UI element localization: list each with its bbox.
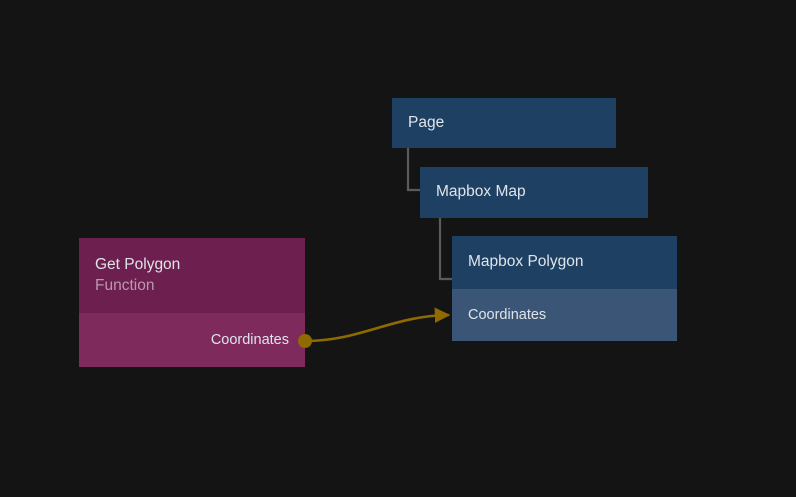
node-mapbox-polygon-title: Mapbox Polygon <box>468 253 584 271</box>
node-mapbox-polygon[interactable]: Mapbox Polygon Coordinates <box>452 236 677 341</box>
node-get-polygon-row-coordinates[interactable]: Coordinates <box>79 313 305 367</box>
node-mapbox-polygon-header[interactable]: Mapbox Polygon <box>452 236 677 289</box>
node-get-polygon-title: Get Polygon <box>95 256 181 274</box>
connection-get-polygon-to-mapbox-polygon[interactable] <box>304 307 451 343</box>
node-page-header[interactable]: Page <box>392 98 616 148</box>
tree-link-page-mapbox-map <box>406 146 422 192</box>
node-page-title: Page <box>408 113 445 131</box>
node-get-polygon-coordinates-label: Coordinates <box>210 332 289 348</box>
node-get-polygon-header[interactable]: Get Polygon Function <box>79 238 305 313</box>
node-page[interactable]: Page <box>392 98 616 148</box>
node-mapbox-map-title: Mapbox Map <box>436 183 526 201</box>
node-mapbox-map-header[interactable]: Mapbox Map <box>420 167 648 218</box>
node-get-polygon[interactable]: Get Polygon Function Coordinates <box>79 238 305 367</box>
node-mapbox-map[interactable]: Mapbox Map <box>420 167 648 218</box>
tree-link-mapbox-map-mapbox-polygon <box>438 216 454 281</box>
node-mapbox-polygon-coordinates-label: Coordinates <box>468 307 547 323</box>
node-mapbox-polygon-row-coordinates[interactable]: Coordinates <box>452 289 677 341</box>
node-get-polygon-subtitle: Function <box>95 276 155 294</box>
